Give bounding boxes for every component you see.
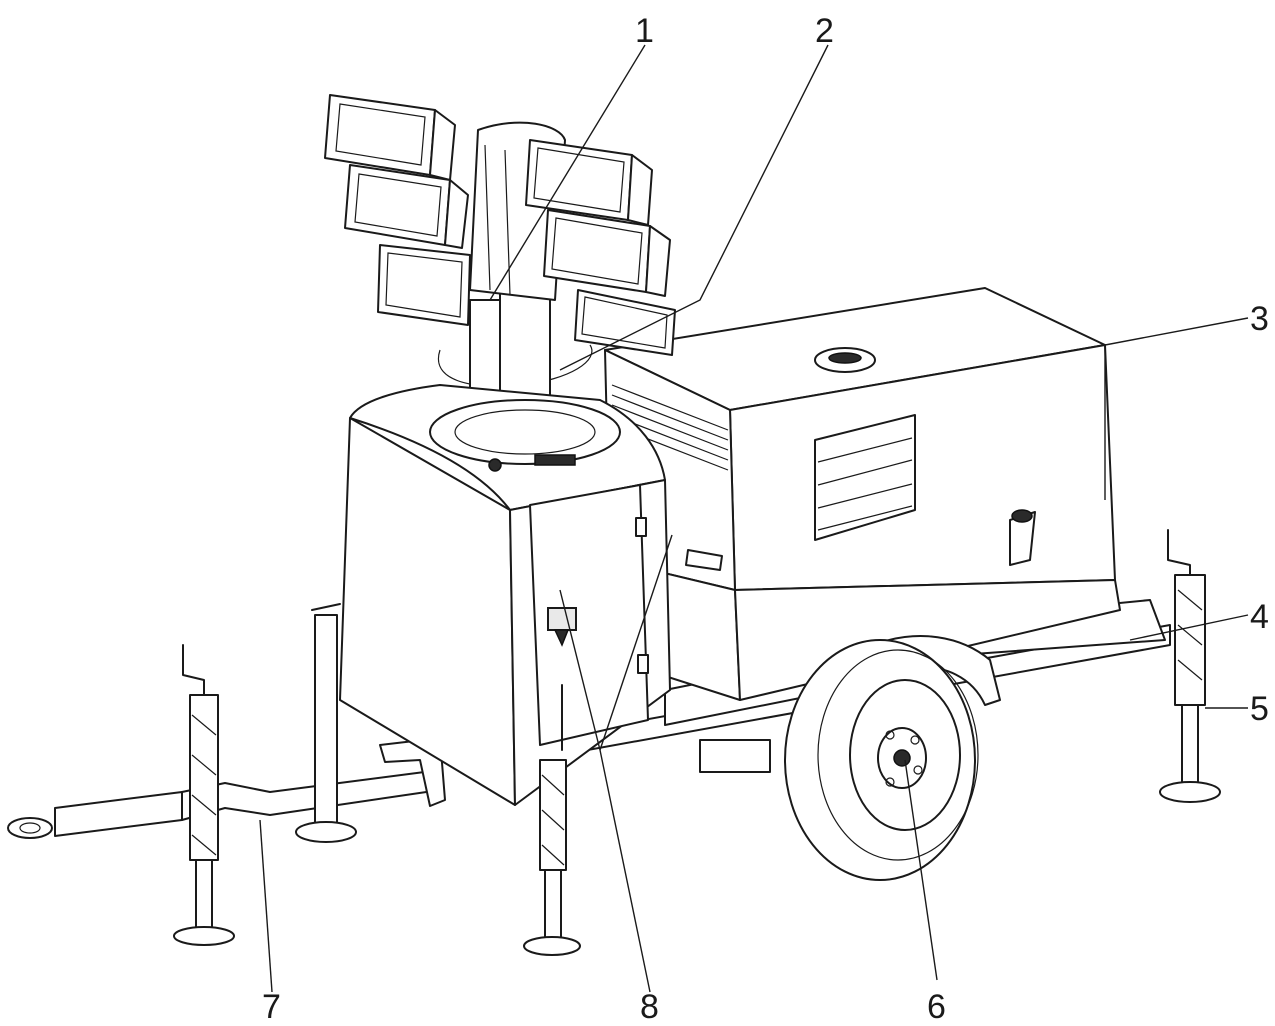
callout-5: 5 xyxy=(1250,690,1269,728)
front-right-jack-stand xyxy=(523,684,581,956)
callout-2: 2 xyxy=(815,12,834,50)
callout-3: 3 xyxy=(1250,300,1269,338)
callout-6: 6 xyxy=(927,988,946,1026)
wheel xyxy=(784,639,979,881)
callout-4: 4 xyxy=(1250,598,1269,636)
floodlight-1 xyxy=(324,94,456,181)
leader-lines xyxy=(259,44,1249,993)
callout-1: 1 xyxy=(635,12,654,50)
control-cabinet xyxy=(339,384,671,806)
callout-8: 8 xyxy=(640,988,659,1026)
floodlight-6 xyxy=(574,289,676,356)
rear-right-jack-stand xyxy=(1159,529,1221,803)
rear-left-jack-stand xyxy=(295,603,357,843)
tow-eye xyxy=(7,817,53,839)
callout-labels: 1 2 3 4 5 6 7 8 xyxy=(262,12,1269,1026)
front-left-jack-stand xyxy=(173,644,235,946)
floodlight-4 xyxy=(525,139,653,226)
floodlight-5 xyxy=(543,209,671,297)
floodlights xyxy=(324,94,676,356)
floodlight-3 xyxy=(377,244,471,326)
callout-7: 7 xyxy=(262,988,281,1026)
floodlight-2 xyxy=(344,164,469,249)
drawbar xyxy=(54,737,446,837)
